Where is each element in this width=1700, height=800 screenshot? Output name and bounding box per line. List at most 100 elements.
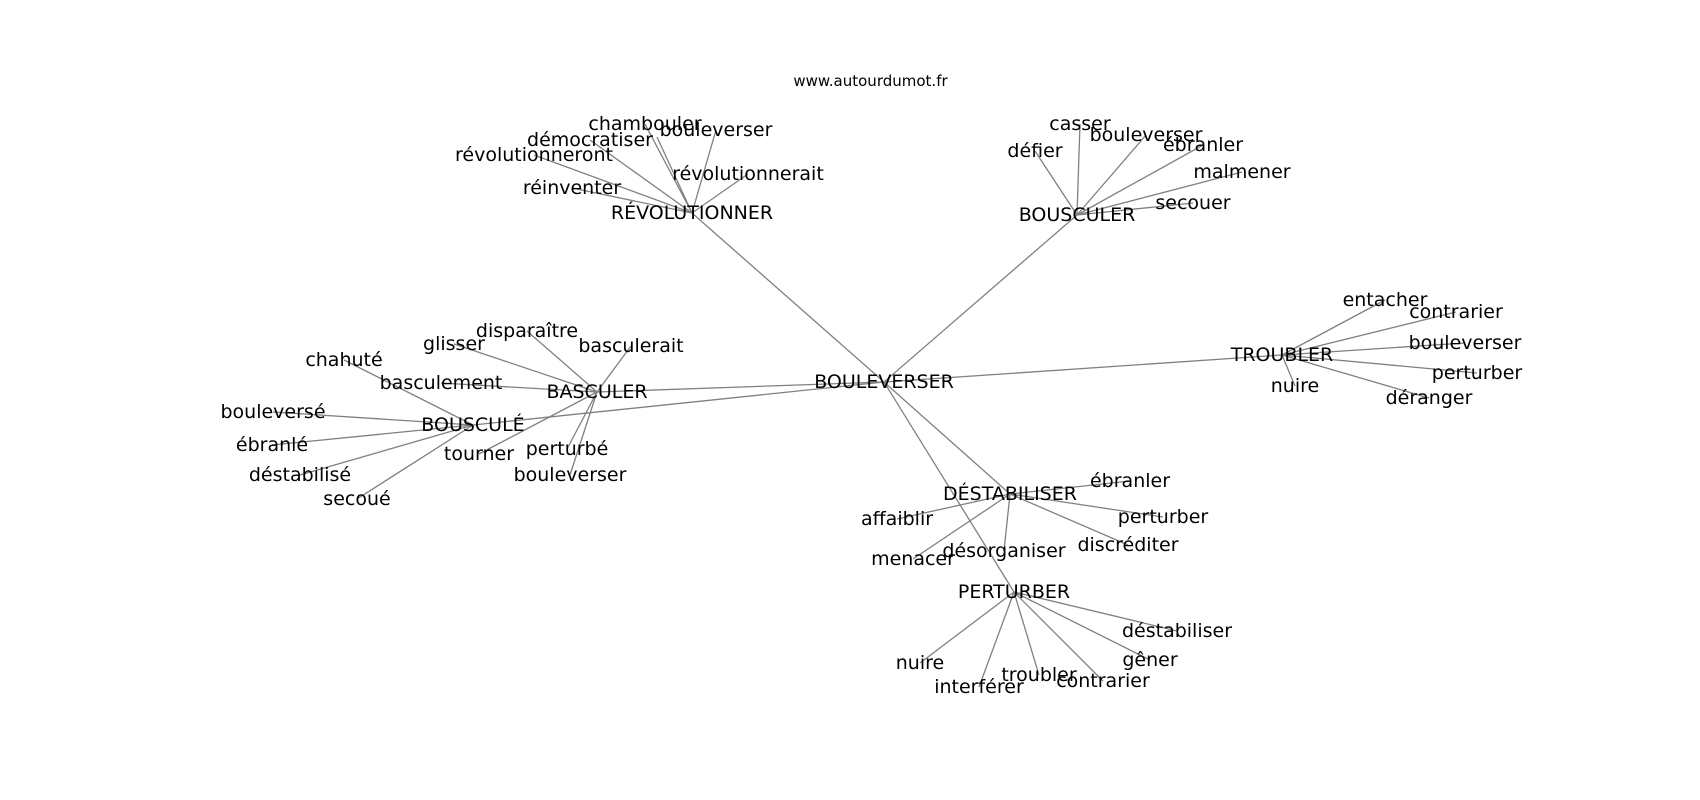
edge-bousculer-leaf-2 (1034, 150, 1078, 216)
leaf-node-perturber-5[interactable]: contrarier (1056, 670, 1150, 692)
leaf-node-bouscule-3[interactable]: déstabilisé (249, 464, 351, 486)
leaf-node-basculer-4[interactable]: tourner (444, 443, 514, 465)
leaf-node-bousculer-2[interactable]: défier (1007, 140, 1062, 162)
hub-node-destabiliser[interactable]: DÉSTABILISER (943, 482, 1077, 505)
hub-node-troubler[interactable]: TROUBLER (1230, 344, 1334, 366)
edge-bousculer-leaf-0 (1076, 123, 1081, 216)
edge-basculer-leaf-2 (596, 345, 632, 393)
edge-destabiliser-leaf-1 (896, 493, 1011, 520)
leaf-node-perturber-1[interactable]: gêner (1122, 649, 1177, 671)
leaf-node-basculer-2[interactable]: basculerait (578, 335, 683, 357)
leaf-node-perturber-0[interactable]: déstabiliser (1122, 620, 1232, 642)
edge-center-bousculer (883, 214, 1078, 383)
edge-perturber-leaf-0 (1013, 591, 1178, 632)
edge-basculer-leaf-1 (453, 343, 598, 393)
edge-revolutionner-leaf-1 (691, 129, 717, 214)
edge-revolutionner-leaf-2 (589, 139, 693, 214)
edge-bousculer-leaf-5 (1076, 202, 1194, 216)
site-url: www.autourdumot.fr (793, 72, 948, 90)
edge-basculer-leaf-6 (569, 391, 598, 476)
leaf-node-destabiliser-3[interactable]: discréditer (1077, 534, 1178, 556)
edge-bousculer-leaf-4 (1076, 171, 1243, 216)
leaf-node-destabiliser-1[interactable]: affaiblir (861, 508, 933, 530)
edge-center-bouscule (472, 381, 885, 426)
edge-center-perturber (883, 381, 1015, 593)
leaf-node-perturber-4[interactable]: troubler (1001, 664, 1077, 686)
leaf-node-bouscule-4[interactable]: secoué (323, 488, 390, 510)
edge-perturber-leaf-3 (978, 591, 1015, 688)
leaf-node-destabiliser-4[interactable]: désorganiser (942, 540, 1065, 562)
edge-troubler-leaf-4 (1281, 354, 1430, 399)
leaf-node-troubler-4[interactable]: déranger (1386, 387, 1473, 409)
edge-bouscule-leaf-4 (356, 424, 474, 500)
edge-basculer-leaf-3 (440, 382, 598, 393)
edge-bousculer-leaf-3 (1076, 144, 1204, 216)
leaf-node-revolutionner-5[interactable]: réinventer (523, 177, 622, 199)
leaf-node-troubler-0[interactable]: entacher (1343, 289, 1428, 311)
edge-perturber-leaf-5 (1013, 591, 1104, 682)
leaf-node-revolutionner-1[interactable]: bouleverser (660, 119, 773, 141)
edge-bouscule-leaf-2 (271, 424, 474, 446)
leaf-node-destabiliser-2[interactable]: perturber (1118, 506, 1209, 528)
edge-destabiliser-leaf-0 (1009, 480, 1131, 495)
edge-troubler-leaf-0 (1281, 299, 1386, 356)
leaf-node-troubler-1[interactable]: contrarier (1409, 301, 1503, 323)
leaf-node-troubler-2[interactable]: bouleverser (1409, 332, 1522, 354)
edge-revolutionner-leaf-0 (644, 123, 693, 214)
hub-node-perturber[interactable]: PERTURBER (958, 581, 1070, 603)
edge-troubler-leaf-3 (1281, 354, 1478, 374)
leaf-node-bousculer-1[interactable]: bouleverser (1090, 124, 1203, 146)
leaf-node-revolutionner-4[interactable]: révolutionnerait (672, 163, 824, 185)
leaf-node-troubler-3[interactable]: perturber (1432, 362, 1523, 384)
center-node-label[interactable]: BOULEVERSER (814, 371, 954, 393)
edge-troubler-leaf-2 (1281, 342, 1466, 356)
edge-basculer-leaf-0 (526, 330, 598, 393)
edge-revolutionner-leaf-3 (533, 154, 693, 214)
leaf-node-perturber-3[interactable]: interférer (934, 676, 1024, 698)
edge-center-destabiliser (883, 381, 1011, 495)
edge-revolutionner-leaf-4 (691, 173, 749, 214)
edge-bouscule-leaf-3 (299, 424, 474, 476)
edge-perturber-leaf-1 (1013, 591, 1151, 661)
edge-perturber-leaf-2 (919, 591, 1015, 664)
leaf-node-basculer-3[interactable]: basculement (380, 372, 503, 394)
leaf-node-perturber-2[interactable]: nuire (896, 652, 944, 674)
hub-node-revolutionner[interactable]: RÉVOLUTIONNER (611, 201, 773, 224)
leaf-node-revolutionner-0[interactable]: chambouler (588, 113, 701, 135)
hub-node-bouscule[interactable]: BOUSCULÉ (421, 413, 524, 436)
leaf-node-destabiliser-5[interactable]: menacer (871, 548, 955, 570)
leaf-node-basculer-5[interactable]: perturbé (526, 438, 609, 460)
leaf-node-revolutionner-3[interactable]: révolutionneront (455, 144, 613, 166)
leaf-node-revolutionner-2[interactable]: démocratiser (527, 129, 653, 151)
edge-destabiliser-leaf-2 (1009, 493, 1164, 518)
edge-troubler-leaf-5 (1281, 354, 1296, 387)
edge-revolutionner-extra-0 (656, 136, 693, 214)
edge-basculer-leaf-4 (478, 391, 598, 455)
edge-destabiliser-leaf-5 (912, 493, 1011, 560)
edge-center-troubler (883, 354, 1283, 383)
hub-node-bousculer[interactable]: BOUSCULER (1019, 204, 1136, 226)
leaf-node-bouscule-1[interactable]: bouleversé (220, 401, 325, 423)
edge-basculer-leaf-5 (566, 391, 598, 450)
edge-revolutionner-leaf-5 (571, 187, 693, 214)
leaf-node-bouscule-2[interactable]: ébranlé (236, 434, 308, 456)
edge-bouscule-leaf-0 (343, 359, 474, 426)
leaf-node-bousculer-3[interactable]: ébranler (1163, 134, 1243, 156)
edge-troubler-leaf-1 (1281, 311, 1457, 356)
leaf-node-bouscule-0[interactable]: chahuté (305, 349, 382, 371)
leaf-node-troubler-5[interactable]: nuire (1271, 375, 1319, 397)
leaf-node-destabiliser-0[interactable]: ébranler (1090, 470, 1170, 492)
edge-center-basculer (596, 381, 885, 393)
edge-bouscule-leaf-1 (272, 411, 474, 426)
hub-node-basculer[interactable]: BASCULER (546, 381, 647, 403)
leaf-node-basculer-0[interactable]: disparaître (476, 320, 578, 342)
leaf-node-bousculer-0[interactable]: casser (1049, 113, 1111, 135)
edge-center-revolutionner (691, 212, 885, 383)
leaf-node-bousculer-5[interactable]: secouer (1155, 192, 1230, 214)
leaf-node-bousculer-4[interactable]: malmener (1193, 161, 1290, 183)
edge-destabiliser-leaf-4 (1003, 493, 1011, 552)
leaf-node-basculer-6[interactable]: bouleverser (514, 464, 627, 486)
leaf-node-basculer-1[interactable]: glisser (423, 333, 485, 355)
edge-destabiliser-leaf-3 (1009, 493, 1129, 546)
